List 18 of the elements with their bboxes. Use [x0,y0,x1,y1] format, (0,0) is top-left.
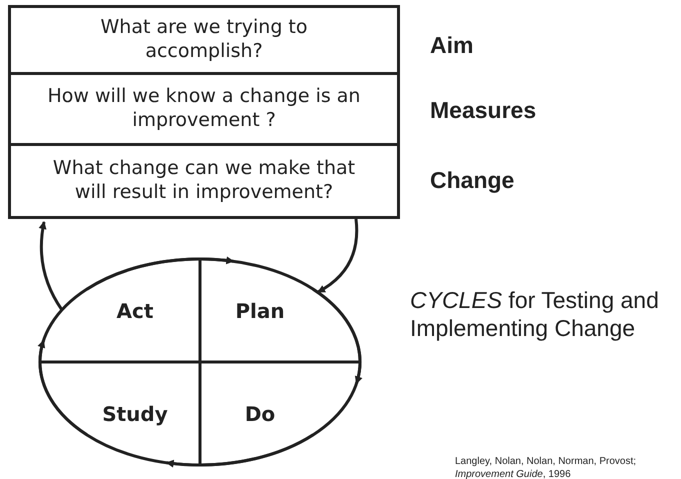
cycle-arrow [166,434,314,468]
section-label: Measures [430,97,536,124]
citation-text: Langley, Nolan, Nolan, Norman, Provost; Improvement Guide, 1996 [455,455,638,479]
cycle-quadrant: Do [200,362,360,465]
cycles-caption: CYCLES for Testing and Implementing Change [410,287,660,342]
question-box: How will we know a change is an improvement ? [8,72,400,146]
cycle-quadrant: Plan [200,259,360,362]
cycle-quadrant: Study [40,362,200,465]
cycle-arrow [86,256,234,290]
section-label: Change [430,167,514,194]
section-label: Aim [430,32,474,59]
cycle-arrow [38,340,88,436]
cycle-quadrant: Act [40,259,200,362]
question-box: What are we trying to accomplish? [8,5,400,75]
cycle-arrow [312,288,362,384]
arrow [38,221,64,311]
question-box: What change can we make that will result in improvement? [8,143,400,219]
arrow [317,218,358,294]
